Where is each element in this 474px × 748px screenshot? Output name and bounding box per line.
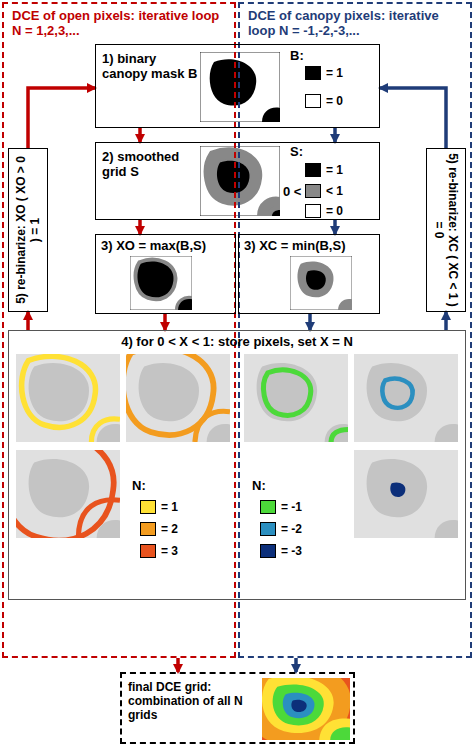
flow-arrow <box>163 314 167 330</box>
node-label: 1) binary canopy mask B <box>102 51 198 81</box>
legend-swatch <box>305 94 321 108</box>
legend-text: = -2 <box>281 522 302 536</box>
legend-swatch <box>305 204 321 218</box>
flow-arrow <box>138 220 142 234</box>
smoothed-image <box>200 146 280 216</box>
legend-text: = 0 <box>326 94 343 108</box>
legend-row: = 3 <box>140 544 178 558</box>
legend-swatch <box>140 500 156 514</box>
legend-row: = 1 <box>305 66 343 80</box>
legend-text: = 1 <box>326 66 343 80</box>
legend-swatch <box>140 522 156 536</box>
node-label: final DCE grid: combination of all N gri… <box>128 680 258 722</box>
flow-arrow <box>444 312 448 330</box>
flow-arrow <box>380 88 446 148</box>
legend-text: = 1 <box>161 500 178 514</box>
open-grid-1 <box>16 354 120 442</box>
legend-heading: S: <box>290 144 303 159</box>
flow-arrow <box>176 658 180 672</box>
loop-box: 5) re-binarize: XC ( XC < 1 ) = 0 <box>426 148 466 312</box>
node-label: 4) for 0 < X < 1: store pixels, set X = … <box>15 334 459 349</box>
legend-text: = 0 <box>326 204 343 218</box>
legend-swatch <box>260 544 276 558</box>
legend-heading: N: <box>132 478 146 493</box>
legend-heading: B: <box>290 48 304 63</box>
mask-image <box>200 52 280 122</box>
legend-swatch <box>140 544 156 558</box>
legend-text: = 3 <box>161 544 178 558</box>
legend-row: = 0 <box>305 94 343 108</box>
process-box: 3) XC = min(B,S) <box>238 234 380 314</box>
legend-text: = 1 <box>326 163 343 177</box>
flow-arrow <box>294 658 298 672</box>
legend-row: < 1 <box>305 184 343 198</box>
result-box: final DCE grid: combination of all N gri… <box>120 672 355 744</box>
node-label: 5) re-binarize: XC ( XC < 1 ) = 0 <box>428 153 464 307</box>
process-box: 1) binary canopy mask B <box>95 44 380 128</box>
node-label: 3) XC = min(B,S) <box>244 238 376 253</box>
legend-text: = -3 <box>281 544 302 558</box>
loop-box: 5) re-binarize: XO ( XO > 0 ) = 1 <box>8 148 48 312</box>
canopy-grid-2 <box>354 354 458 442</box>
legend-row: = -3 <box>260 544 302 558</box>
xo-image <box>130 256 192 310</box>
node-label: DCE of canopy pixels: iterative loop N =… <box>248 8 468 38</box>
open-grid-3 <box>2 433 120 541</box>
legend-row: = -2 <box>260 522 302 536</box>
legend-text: = 2 <box>161 522 178 536</box>
legend-row: = 0 <box>305 204 343 218</box>
canopy-grid-1 <box>244 354 348 442</box>
node-label: DCE of open pixels: iterative loop N = 1… <box>12 8 227 38</box>
flow-arrow <box>28 88 95 148</box>
flow-arrow <box>138 128 142 142</box>
xc-image <box>290 256 352 310</box>
range-label: 0 < <box>283 184 301 199</box>
legend-row: = 1 <box>140 500 178 514</box>
legend-text: < 1 <box>326 184 343 198</box>
flow-arrow <box>26 312 30 330</box>
legend-swatch <box>305 184 321 198</box>
canopy-grid-3 <box>354 450 458 538</box>
legend-row: = 2 <box>140 522 178 536</box>
legend-text: = -1 <box>281 500 302 514</box>
flow-arrow <box>333 128 337 142</box>
legend-swatch <box>260 500 276 514</box>
legend-swatch <box>260 522 276 536</box>
node-label: 2) smoothed grid S <box>102 149 198 179</box>
process-box: 3) XO = max(B,S) <box>95 234 236 314</box>
legend-heading: N: <box>252 478 266 493</box>
node-label: 3) XO = max(B,S) <box>101 238 233 253</box>
node-label: 5) re-binarize: XO ( XO > 0 ) = 1 <box>10 153 46 307</box>
flow-arrow <box>333 220 337 234</box>
legend-swatch <box>305 163 321 177</box>
flow-arrow <box>308 314 312 330</box>
legend-swatch <box>305 66 321 80</box>
process-box: 4) for 0 < X < 1: store pixels, set X = … <box>8 330 466 600</box>
legend-row: = -1 <box>260 500 302 514</box>
legend-row: = 1 <box>305 163 343 177</box>
open-grid-2 <box>123 348 230 442</box>
